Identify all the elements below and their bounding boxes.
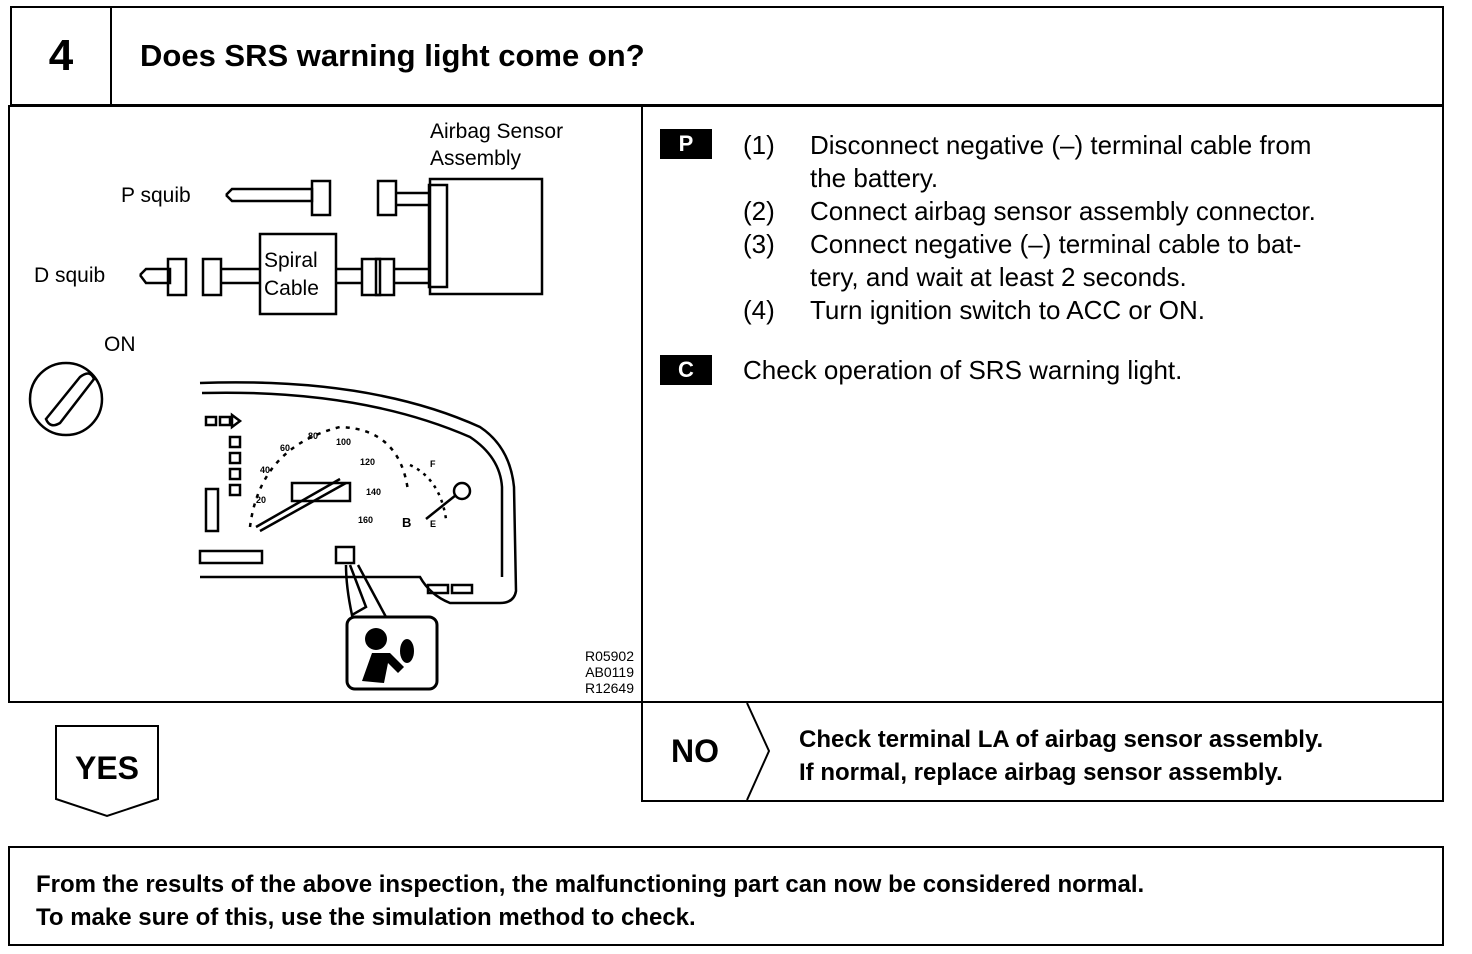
wiring-figure: Airbag Sensor Assembly P squib D squib S… <box>8 105 643 703</box>
step-header: 4 Does SRS warning light come on? <box>10 6 1444 106</box>
no-result-text: Check terminal LA of airbag sensor assem… <box>799 723 1323 789</box>
yes-arrow <box>55 725 159 818</box>
label-on: ON <box>104 333 136 356</box>
figure-code-2: AB0119 <box>585 664 634 680</box>
srs-warning-light-enlarged-icon <box>345 615 439 691</box>
no-result-box: NO Check terminal LA of airbag sensor as… <box>641 701 1444 802</box>
no-chevron <box>746 703 771 800</box>
step-2-line-1: Connect airbag sensor assembly connector… <box>810 196 1316 226</box>
svg-text:B: B <box>402 515 411 530</box>
spiral-cable-box <box>258 232 338 316</box>
p-squib-plug <box>225 187 314 203</box>
procedure-panel: P (1) Disconnect negative (–) terminal c… <box>641 105 1444 703</box>
label-cable: Cable <box>264 277 319 300</box>
label-assembly: Assembly <box>430 147 522 170</box>
svg-text:20: 20 <box>256 495 266 505</box>
no-label: NO <box>671 733 719 769</box>
step-1-line-1: Disconnect negative (–) terminal cable f… <box>810 130 1312 160</box>
footer-line-2: To make sure of this, use the simulation… <box>36 904 696 931</box>
step-2-number: (2) <box>743 196 775 226</box>
svg-text:140: 140 <box>366 487 381 497</box>
figure-code-3: R12649 <box>585 680 634 696</box>
instrument-cluster <box>199 381 518 605</box>
d-squib-plug <box>139 267 172 285</box>
svg-text:E: E <box>430 519 436 529</box>
check-text: Check operation of SRS warning light. <box>743 355 1183 385</box>
step-4-number: (4) <box>743 295 775 325</box>
label-spiral: Spiral <box>264 249 318 272</box>
check-badge: C <box>660 355 712 385</box>
sensor-connector <box>427 183 449 289</box>
footer-note: From the results of the above inspection… <box>8 846 1444 946</box>
label-p-squib: P squib <box>121 184 191 207</box>
step-title: Does SRS warning light come on? <box>140 38 645 73</box>
step-number: 4 <box>12 8 112 104</box>
svg-text:F: F <box>430 459 436 469</box>
svg-text:160: 160 <box>358 515 373 525</box>
step-1-number: (1) <box>743 130 775 160</box>
procedure-badge: P <box>660 129 712 159</box>
step-3-line-2: tery, and wait at least 2 seconds. <box>810 262 1187 292</box>
svg-text:100: 100 <box>336 437 351 447</box>
no-result-line-1: Check terminal LA of airbag sensor assem… <box>799 726 1324 753</box>
airbag-occupant-icon <box>362 628 414 683</box>
label-d-squib: D squib <box>34 264 105 287</box>
svg-text:60: 60 <box>280 443 290 453</box>
footer-line-1: From the results of the above inspection… <box>36 871 1145 898</box>
no-result-line-2: If normal, replace airbag sensor assembl… <box>799 759 1283 786</box>
ignition-key-icon <box>28 361 104 437</box>
wiring-diagram: Airbag Sensor Assembly P squib D squib S… <box>28 120 634 696</box>
step-4-line-1: Turn ignition switch to ACC or ON. <box>810 295 1205 325</box>
svg-text:40: 40 <box>260 465 270 475</box>
fuel-gauge-needle <box>425 494 457 520</box>
step-1-line-2: the battery. <box>810 163 939 193</box>
yes-label: YES <box>74 750 140 786</box>
svg-text:120: 120 <box>360 457 375 467</box>
srs-warning-lamp-icon <box>334 545 356 565</box>
figure-code-1: R05902 <box>585 648 634 664</box>
step-3-number: (3) <box>743 229 775 259</box>
step-3-line-1: Connect negative (–) terminal cable to b… <box>810 229 1302 259</box>
speedometer-needle <box>255 477 341 529</box>
label-airbag-sensor: Airbag Sensor <box>430 120 563 143</box>
svg-text:80: 80 <box>308 431 318 441</box>
